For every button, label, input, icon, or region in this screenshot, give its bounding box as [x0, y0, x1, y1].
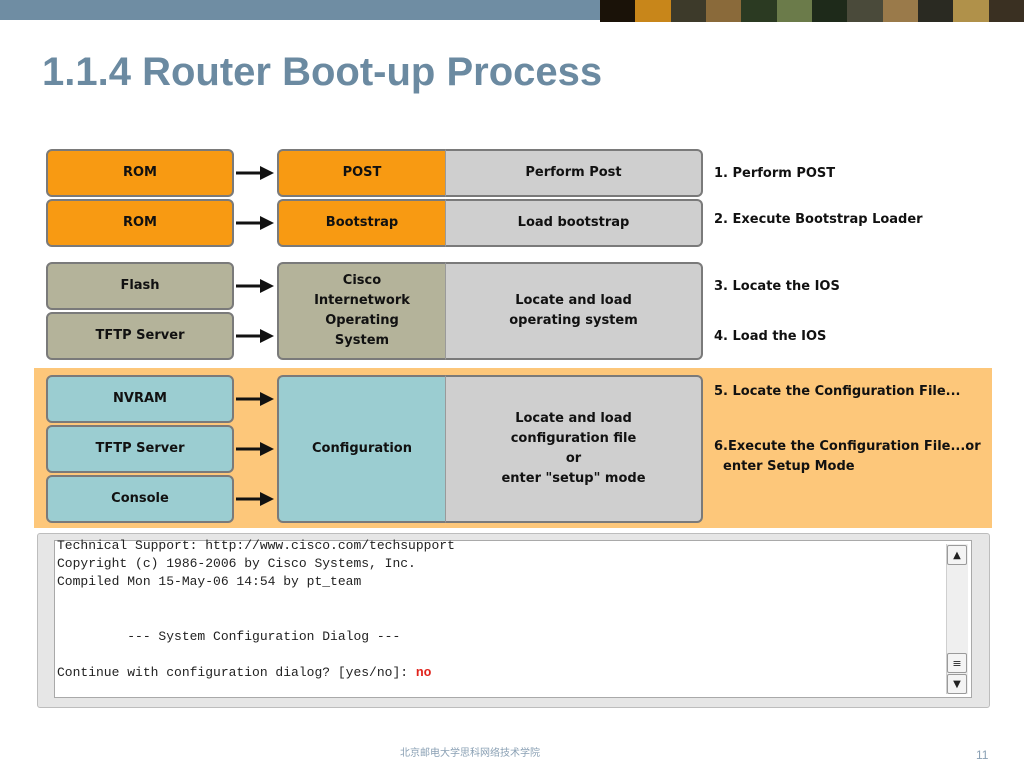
page-title: 1.1.4 Router Boot-up Process: [42, 50, 603, 94]
terminal-line: --- System Configuration Dialog ---: [57, 629, 401, 644]
terminal-line: Copyright (c) 1986-2006 by Cisco Systems…: [57, 556, 416, 571]
arrow-right-icon: [236, 216, 274, 230]
step-1-label: 1. Perform POST: [714, 166, 836, 181]
scroll-grip-icon[interactable]: ≡: [947, 653, 967, 673]
terminal-line: Technical Support: http://www.cisco.com/…: [57, 538, 455, 553]
arrow-right-icon: [236, 166, 274, 180]
terminal-answer: no: [415, 665, 432, 680]
step-3-label: 3. Locate the IOS: [714, 279, 840, 294]
action-load-operating-system: Locate and load operating system: [445, 262, 703, 360]
terminal-prompt-line: Continue with configuration dialog? [yes…: [57, 665, 431, 681]
component-post: POST: [277, 149, 445, 197]
banner-photo-strip: [600, 0, 1024, 22]
source-rom-post: ROM: [46, 149, 234, 197]
arrow-right-icon: [236, 392, 274, 406]
source-console: Console: [46, 475, 234, 523]
component-bootstrap: Bootstrap: [277, 199, 445, 247]
source-tftp-server-config: TFTP Server: [46, 425, 234, 473]
arrow-up-icon[interactable]: ▲: [947, 545, 967, 565]
arrow-right-icon: [236, 492, 274, 506]
source-nvram: NVRAM: [46, 375, 234, 423]
component-configuration: Configuration: [277, 375, 445, 523]
footer-text: 北京邮电大学思科网络技术学院: [400, 748, 540, 759]
action-perform-post: Perform Post: [445, 149, 703, 197]
source-rom-bootstrap: ROM: [46, 199, 234, 247]
step-4-label: 4. Load the IOS: [714, 329, 827, 344]
action-load-configuration: Locate and load configuration file or en…: [445, 375, 703, 523]
source-flash: Flash: [46, 262, 234, 310]
page-number: 11: [976, 748, 989, 762]
source-tftp-server-ios: TFTP Server: [46, 312, 234, 360]
step-2-label: 2. Execute Bootstrap Loader: [714, 212, 923, 227]
arrow-right-icon: [236, 442, 274, 456]
terminal-prompt: Continue with configuration dialog? [yes…: [57, 665, 416, 680]
step-5-label: 5. Locate the Configuration File...: [714, 384, 961, 399]
step-6-label: 6.Execute the Configuration File...or en…: [714, 439, 981, 474]
terminal-line: Compiled Mon 15-May-06 14:54 by pt_team: [57, 574, 362, 589]
arrow-right-icon: [236, 329, 274, 343]
arrow-right-icon: [236, 279, 274, 293]
terminal-output[interactable]: [54, 540, 972, 698]
component-cisco-ios: Cisco Internetwork Operating System: [277, 262, 445, 360]
arrow-down-icon[interactable]: ▼: [947, 674, 967, 694]
action-load-bootstrap: Load bootstrap: [445, 199, 703, 247]
